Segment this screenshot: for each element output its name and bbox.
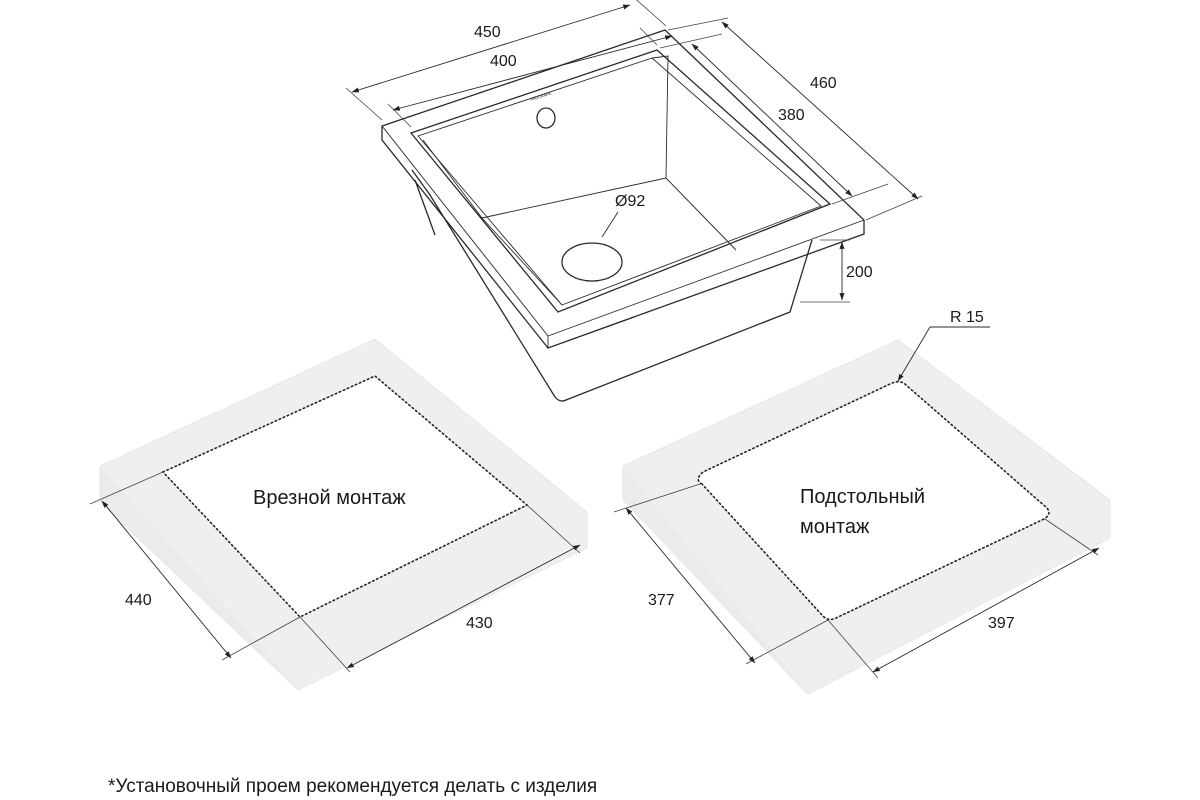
sink-body — [411, 169, 813, 402]
dim-undermount-radius-label: R 15 — [950, 309, 984, 326]
dim-undermount-radius — [897, 326, 990, 382]
sink-illustration: PAULMARK Ø92 450 400 460 — [345, 0, 923, 402]
topmount-countertop — [99, 338, 588, 691]
dim-height — [800, 239, 850, 303]
undermount-label-line1: Подстольный — [800, 486, 925, 508]
undermount-cutout-outline — [697, 380, 1050, 621]
dim-topmount-left-label: 440 — [125, 592, 152, 609]
dim-inner-width — [387, 27, 673, 128]
drain-hole — [561, 211, 623, 282]
undermount-label-line2: монтаж — [800, 516, 870, 538]
dim-undermount-left-label: 377 — [648, 592, 675, 609]
dim-undermount-left — [613, 483, 829, 665]
overflow-hole — [536, 107, 556, 129]
dim-outer-depth-label: 460 — [810, 75, 837, 92]
dim-topmount-left — [89, 471, 301, 661]
dim-inner-width-label: 400 — [490, 53, 517, 70]
dim-topmount-right — [299, 504, 581, 673]
dim-height-label: 200 — [846, 264, 873, 281]
dim-topmount-right-label: 430 — [466, 615, 493, 632]
sink-bowl-opening — [409, 49, 832, 313]
footnote-text: *Установочный проем рекомендуется делать… — [108, 776, 597, 797]
undermount-cutout-diagram: R 15 377 397 Подстольный монтаж — [613, 309, 1111, 695]
dim-outer-width-label: 450 — [474, 24, 501, 41]
sink-rim — [381, 29, 865, 349]
drain-diameter-label: Ø92 — [615, 193, 645, 210]
dim-undermount-right — [827, 518, 1100, 679]
topmount-cutout-diagram: 440 430 Врезной монтаж — [89, 338, 588, 691]
dim-inner-depth — [659, 33, 889, 205]
dim-undermount-right-label: 397 — [988, 615, 1015, 632]
dim-inner-depth-label: 380 — [778, 107, 805, 124]
topmount-label: Врезной монтаж — [253, 487, 406, 509]
